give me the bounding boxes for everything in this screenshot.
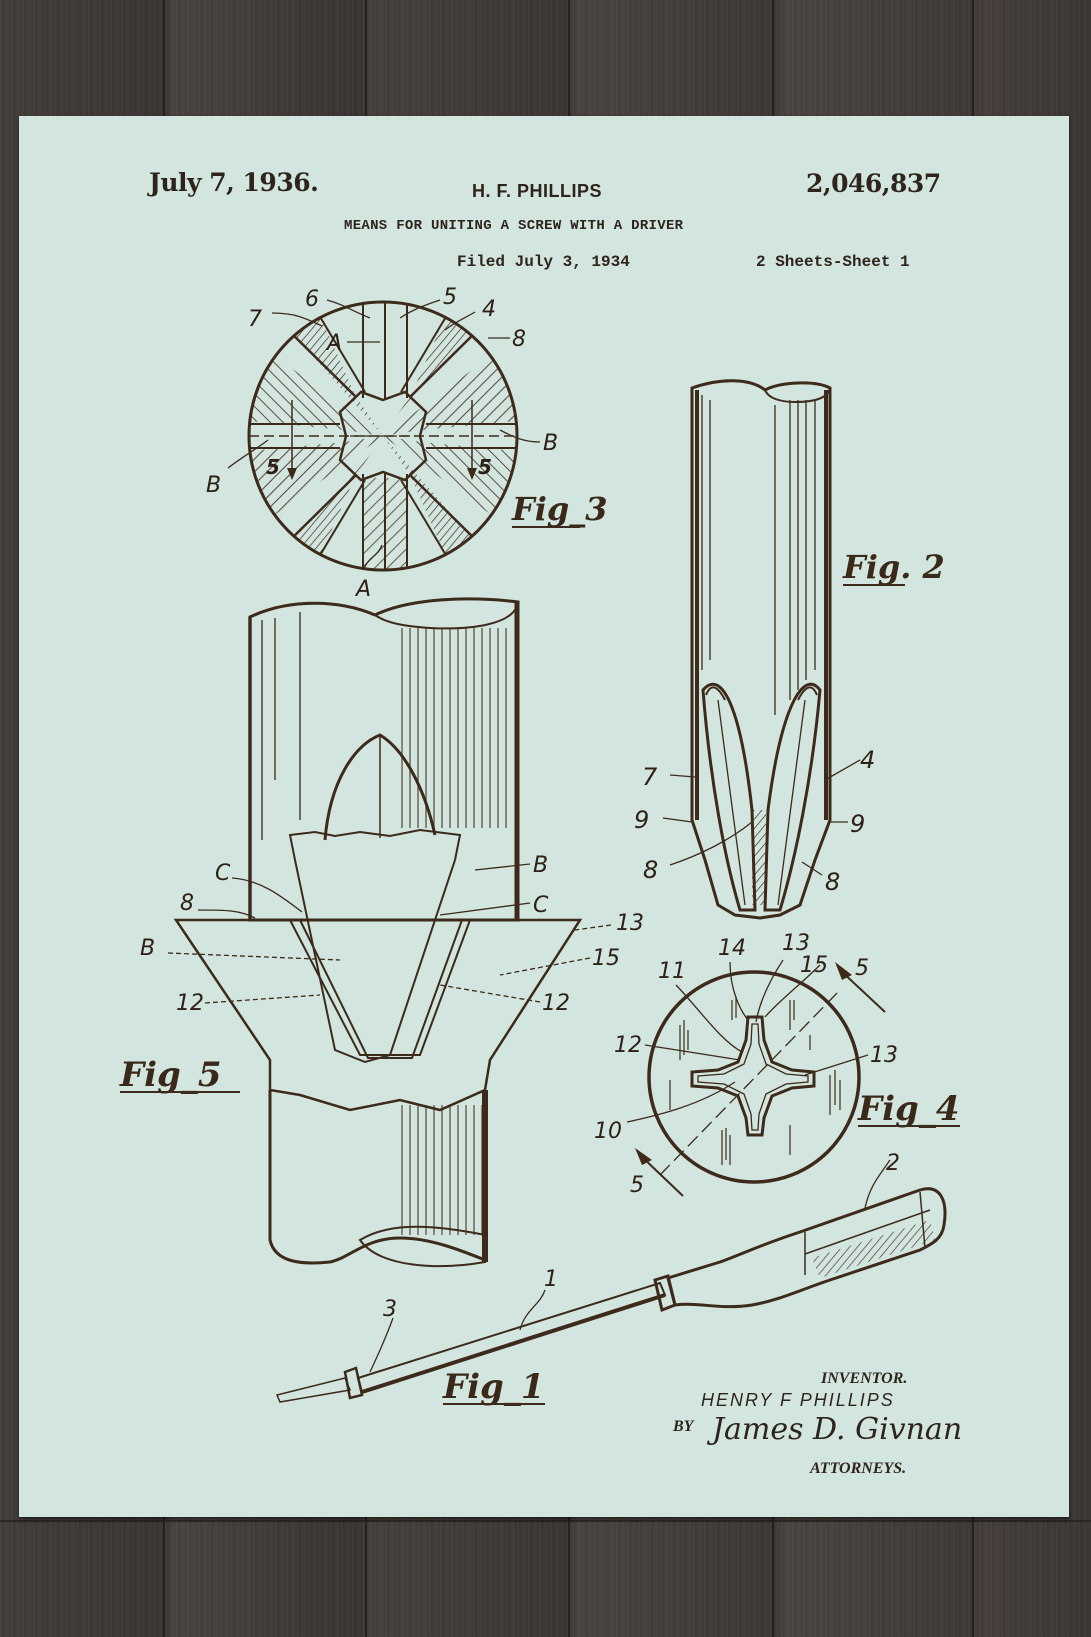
figure-4: 11 14 13 15 5 12 13 10 5 Fig_4: [594, 931, 960, 1198]
wood-seam: [0, 1520, 1091, 1522]
ref-label: 3: [383, 1297, 397, 1322]
inventor-label: INVENTOR.: [821, 1370, 908, 1387]
ref-label: 12: [614, 1033, 642, 1058]
inventor-name: HENRY F PHILLIPS: [701, 1390, 895, 1410]
ref-label: 5: [855, 956, 869, 981]
ref-label: 13: [782, 931, 810, 956]
ref-label: 10: [594, 1119, 622, 1144]
filed-date: Filed July 3, 1934: [457, 253, 630, 271]
ref-label: 15: [800, 953, 828, 978]
figure-label: Fig. 2: [842, 548, 945, 586]
ref-label: 5: [443, 285, 457, 310]
ref-label: B: [140, 936, 155, 961]
ref-label: 9: [850, 810, 865, 838]
by-label: BY: [673, 1418, 694, 1435]
ref-label: 8: [825, 868, 840, 896]
figure-label: Fig_3: [511, 490, 608, 528]
ref-label: 13: [870, 1043, 898, 1068]
ref-label: 5: [266, 455, 280, 479]
ref-label: 9: [634, 806, 649, 834]
ref-label: 5: [630, 1173, 644, 1198]
ref-label: B: [543, 431, 558, 456]
patent-title: MEANS FOR UNITING A SCREW WITH A DRIVER: [344, 218, 684, 234]
attorneys-label: ATTORNEYS.: [810, 1460, 907, 1477]
ref-label: C: [533, 893, 549, 918]
ref-label: A: [354, 577, 371, 602]
patent-number: 2,046,837: [806, 169, 941, 198]
ref-label: 8: [643, 856, 658, 884]
figure-label: Fig_1: [442, 1367, 545, 1407]
ref-label: 2: [886, 1151, 900, 1176]
ref-label: 8: [512, 327, 526, 352]
ref-label: 7: [642, 763, 658, 791]
ref-label: 1: [544, 1267, 558, 1292]
ref-label: 14: [718, 936, 746, 961]
patent-date: July 7, 1936.: [149, 168, 319, 197]
sheet-count: 2 Sheets-Sheet 1: [756, 253, 910, 271]
figure-1: 3 1 2 Fig_1: [275, 1151, 947, 1407]
ref-label: 4: [482, 297, 496, 322]
ref-label: 4: [860, 746, 875, 774]
ref-label: A: [325, 331, 342, 356]
ref-label: 15: [592, 946, 620, 971]
ref-label: 12: [542, 991, 570, 1016]
ref-label: 7: [248, 307, 262, 332]
ref-label: B: [533, 853, 548, 878]
ref-label: 5: [478, 455, 492, 479]
ref-label: 8: [180, 891, 194, 916]
ref-label: C: [215, 861, 231, 886]
figure-2: 7 9 8 4 9 8 Fig. 2: [634, 379, 945, 920]
inventor-heading: H. F. PHILLIPS: [472, 181, 603, 201]
ref-label: 6: [305, 287, 319, 312]
attorney-signature: James D. Givnan: [712, 1412, 963, 1447]
ref-label: 12: [176, 991, 204, 1016]
figure-label: Fig_5: [119, 1055, 222, 1095]
figure-3: 7 6 5 4 8 A B B 5 5 A Fig_3: [206, 285, 608, 602]
ref-label: 13: [616, 911, 644, 936]
figure-label: Fig_4: [857, 1089, 960, 1129]
figure-5: C 8 B 12 B C 13 15 12 Fig_5: [119, 597, 644, 1268]
ref-label: B: [206, 473, 221, 498]
ref-label: 11: [658, 959, 686, 984]
patent-print: [19, 116, 1069, 1517]
